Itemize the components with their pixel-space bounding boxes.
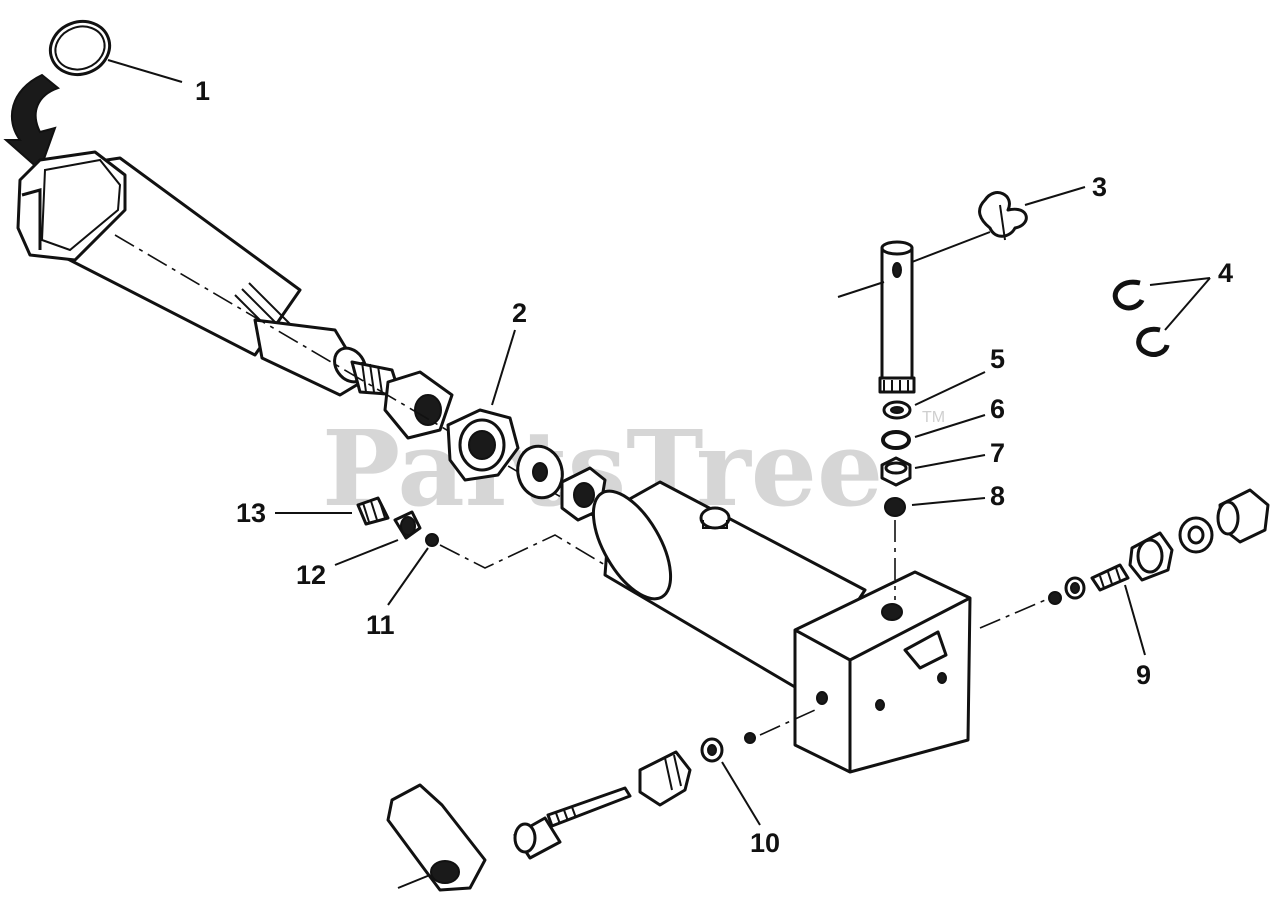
- part-5-seal[interactable]: [882, 400, 912, 420]
- part-4-snap-rings[interactable]: [1112, 279, 1170, 357]
- leader-lines: [107, 59, 1211, 826]
- part-2-castle-nut[interactable]: [446, 408, 520, 482]
- callout-5: 5: [990, 344, 1005, 374]
- callout-8: 8: [990, 481, 1005, 511]
- watermark-tm: TM: [922, 409, 945, 426]
- callout-1: 1: [195, 76, 210, 106]
- part-13-spring[interactable]: [356, 496, 390, 526]
- callout-4: 4: [1218, 258, 1233, 288]
- part-10-valve-seat-assembly[interactable]: [638, 709, 816, 807]
- part-7-nut[interactable]: [880, 456, 912, 487]
- curved-arrow-icon: [3, 73, 61, 172]
- adjusting-screw: [513, 786, 632, 860]
- callout-labels: 1 2 3 4 5 6 7 8 9 10 11 12 13: [195, 76, 1233, 858]
- callout-7: 7: [990, 438, 1005, 468]
- part-3-hairpin-clip[interactable]: [978, 191, 1028, 241]
- callout-3: 3: [1092, 172, 1107, 202]
- part-1-o-ring[interactable]: [43, 13, 117, 82]
- hydraulic-cylinder-body: [16, 150, 601, 521]
- centerline-left: [439, 534, 606, 569]
- callout-10: 10: [750, 828, 780, 858]
- washer: [516, 444, 564, 500]
- part-9-check-valve-assembly[interactable]: [979, 488, 1270, 629]
- part-6-o-ring[interactable]: [881, 430, 911, 450]
- part-11-ball[interactable]: [425, 533, 439, 547]
- part-8-ball[interactable]: [884, 497, 906, 517]
- callout-12: 12: [296, 560, 326, 590]
- callout-2: 2: [512, 298, 527, 328]
- callout-11: 11: [366, 610, 395, 640]
- valve-block: [793, 570, 972, 774]
- callout-13: 13: [236, 498, 266, 528]
- callout-6: 6: [990, 394, 1005, 424]
- callout-9: 9: [1136, 660, 1151, 690]
- pivot-pin: [837, 231, 991, 394]
- part-12-plunger[interactable]: [393, 510, 422, 540]
- control-lever: [386, 783, 487, 892]
